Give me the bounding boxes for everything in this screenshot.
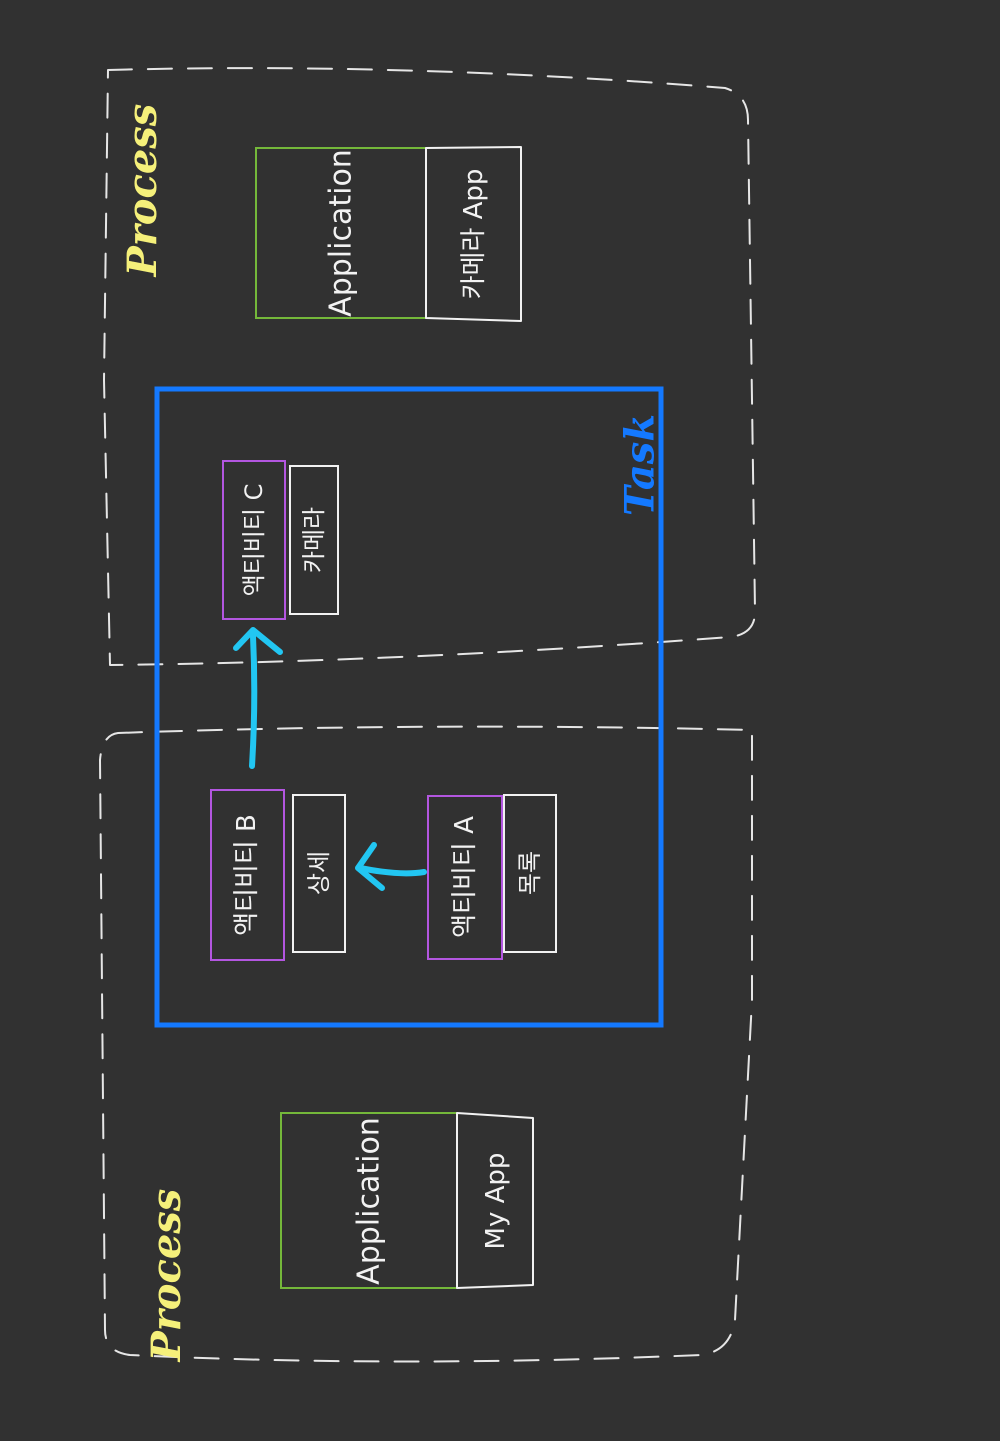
activity-b-sub: 상세 [305,851,333,895]
activity-a: 액티비티 A 목록 [427,794,557,960]
activity-b-label: 액티비티 B [232,814,262,936]
process-bottom-border [99,725,753,1363]
activity-c-label: 액티비티 C [240,484,268,597]
app-name-bottom: My App [481,1153,511,1250]
process-top-label: Process [119,104,166,278]
application-label-top: Application [324,149,359,317]
activity-a-label: 액티비티 A [450,816,480,938]
process-bottom: Process Application My App [99,725,753,1363]
process-bottom-label: Process [143,1189,190,1363]
activity-b-sub-frame [292,794,346,953]
process-top: Process Application 카메라 App [103,67,757,666]
activity-c: 액티비티 C 카메라 [222,460,339,620]
app-name-box-top-frame [425,146,522,322]
process-top-border [103,67,757,666]
app-name-box-top: 카메라 App [425,146,522,322]
arrow-up-icon [233,627,283,769]
application-label-bottom: Application [352,1117,387,1285]
activity-c-frame [222,460,286,620]
activity-b: 액티비티 B 상세 [210,789,346,961]
activity-c-sub: 카메라 [300,507,328,573]
app-name-box-bottom: My App [456,1112,534,1289]
app-name-box-bottom-frame [456,1112,534,1289]
activity-a-sub-frame [503,794,557,953]
task-label: Task [617,414,664,516]
task-border [154,386,664,1028]
app-name-top: 카메라 App [459,169,489,300]
arrow-left-icon [355,842,427,891]
application-box-top: Application [255,147,427,319]
activity-c-sub-frame [289,465,339,615]
activity-b-frame [210,789,285,961]
application-box-bottom: Application [280,1112,458,1289]
activity-a-frame [427,795,503,960]
task: Task 액티비티 C 카메라 액티비티 B 상세 액티비티 A 목록 [154,386,664,1028]
activity-a-sub: 목록 [516,851,544,895]
